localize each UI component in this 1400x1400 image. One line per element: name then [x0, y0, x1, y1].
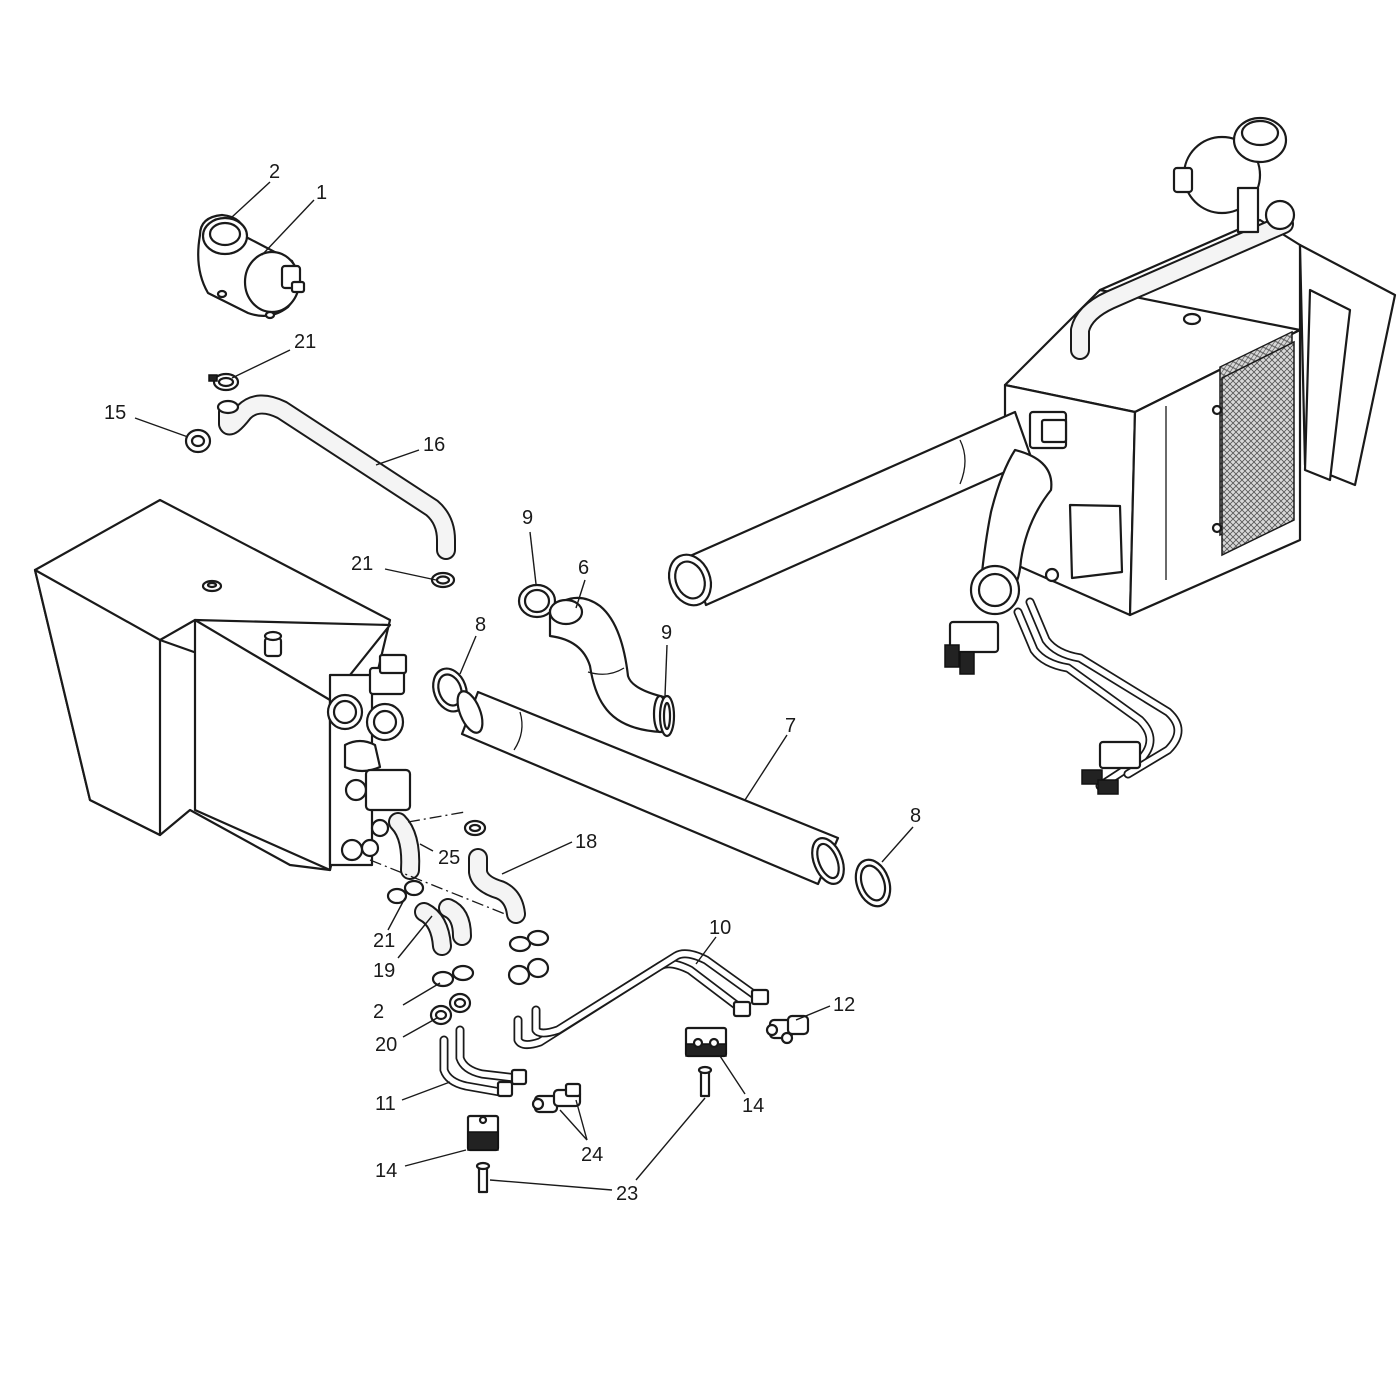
clamp-part-9-upper [517, 583, 557, 619]
callout-labels: 1 2 21 15 16 21 9 6 8 9 7 8 25 18 21 19 … [104, 161, 921, 1205]
clamp-part-9-lower [658, 694, 676, 738]
callout-15: 15 [104, 402, 126, 424]
duct-part-7 [456, 690, 845, 886]
heater-box-housing [33, 498, 412, 872]
hose-part-25 [369, 811, 511, 917]
callout-8-left: 8 [475, 614, 486, 636]
callout-14-upper: 14 [742, 1095, 764, 1117]
clamp-part-21-lower [386, 879, 550, 953]
callout-10: 10 [709, 917, 731, 939]
callout-21-top: 21 [294, 331, 316, 353]
leader-lines [134, 181, 914, 1191]
clamp-block-part-14-upper [684, 1026, 728, 1058]
callout-8-right: 8 [910, 805, 921, 827]
clamp-part-2-lower [431, 964, 475, 988]
elbow-duct-part-6 [548, 596, 670, 734]
callout-23: 23 [616, 1183, 638, 1205]
fittings-part-24 [531, 1082, 582, 1114]
hoses-part-19 [414, 898, 472, 956]
hose-part-18 [463, 819, 526, 924]
callout-21-mid: 21 [351, 553, 373, 575]
callout-18: 18 [575, 831, 597, 853]
clamp-part-21-top [208, 372, 240, 392]
clamp-part-8-right [854, 858, 892, 908]
callout-2-top: 2 [269, 161, 280, 183]
fittings-part-20 [429, 957, 550, 1026]
fittings-part-12 [765, 1014, 810, 1045]
callout-20: 20 [375, 1034, 397, 1056]
assembled-unit-view [667, 116, 1397, 795]
callout-7: 7 [785, 715, 796, 737]
clamp-block-part-14-lower [466, 1114, 500, 1152]
bolt-part-23-upper [697, 1065, 713, 1098]
clamp-part-21-mid [430, 571, 456, 589]
callout-6: 6 [578, 557, 589, 579]
pipes-part-10 [513, 949, 770, 1050]
grommet-part-15 [184, 428, 212, 454]
callout-21-lower: 21 [373, 930, 395, 952]
callout-9-upper: 9 [522, 507, 533, 529]
callout-24: 24 [581, 1144, 603, 1166]
pipes-part-11 [439, 1025, 528, 1098]
air-filter-part-1 [197, 213, 306, 320]
callout-2-lower: 2 [373, 1001, 384, 1023]
callout-16: 16 [423, 434, 445, 456]
callout-11: 11 [375, 1093, 396, 1115]
callout-25: 25 [438, 847, 460, 869]
bolt-part-23-lower [475, 1161, 491, 1194]
callout-14-lower: 14 [375, 1160, 397, 1182]
hose-part-16 [216, 394, 456, 560]
callout-19: 19 [373, 960, 395, 982]
callout-1: 1 [316, 182, 327, 204]
callout-12: 12 [833, 994, 855, 1016]
callout-9-lower: 9 [661, 622, 672, 644]
